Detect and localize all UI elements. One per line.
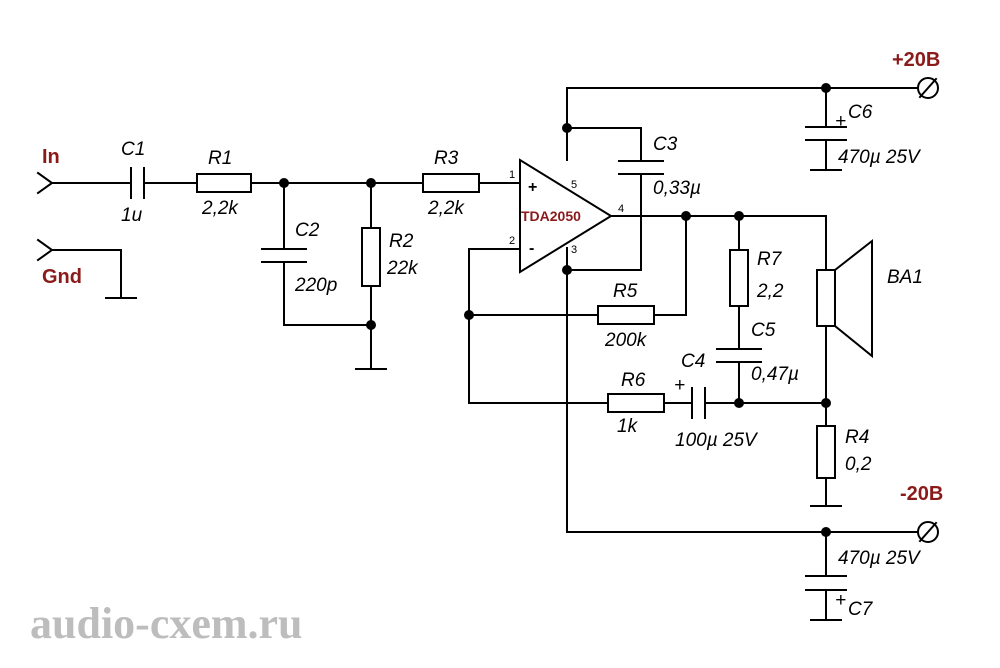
ic-pin-1: 1 [509, 169, 515, 181]
ic-pin-2: 2 [509, 235, 515, 247]
c4-ref: C4 [681, 351, 705, 372]
c2-ref: C2 [295, 220, 320, 241]
ic-minus-sign: - [529, 240, 534, 257]
r7-ref: R7 [757, 249, 783, 270]
r3-ref: R3 [434, 148, 459, 169]
junction-dots [279, 83, 831, 537]
capacitor-c5 [716, 348, 762, 363]
r1-ref: R1 [208, 148, 232, 169]
c5-ref: C5 [751, 320, 776, 341]
c6-polarity: + [835, 111, 846, 132]
ic-name: TDA2050 [521, 208, 581, 224]
watermark: audio-cxem.ru [30, 599, 303, 648]
r7-value: 2,2 [756, 281, 784, 302]
label-gnd: Gnd [42, 266, 82, 288]
speaker-ba1 [816, 238, 873, 359]
label-plus-20v: +20В [892, 49, 940, 71]
resistor-r5 [597, 305, 655, 325]
negative-supply-terminal [917, 521, 939, 543]
c7-ref: C7 [848, 599, 874, 620]
capacitor-c6 [805, 126, 847, 141]
ba1-ref: BA1 [887, 267, 923, 288]
resistor-r1 [196, 173, 252, 193]
c3-value: 0,33µ [653, 178, 701, 199]
tda2050-amplifier [519, 158, 613, 274]
wires [51, 87, 919, 621]
capacitor-c2 [261, 248, 307, 263]
c1-value: 1u [121, 205, 143, 226]
ic-pin-5: 5 [571, 179, 577, 191]
ground-terminal [36, 238, 54, 262]
capacitor-c3 [618, 160, 664, 175]
c6-value: 470µ 25V [838, 147, 922, 168]
r4-value: 0,2 [845, 454, 872, 475]
r2-ref: R2 [389, 231, 414, 252]
positive-supply-terminal [917, 77, 939, 99]
resistor-r7 [729, 249, 749, 307]
c4-value: 100µ 25V [675, 430, 759, 451]
c2-value: 220p [294, 275, 337, 296]
r6-ref: R6 [621, 370, 646, 391]
c6-ref: C6 [848, 102, 873, 123]
resistor-r2 [361, 227, 381, 287]
c4-polarity: + [674, 375, 685, 396]
r3-value: 2,2k [427, 198, 465, 219]
c5-value: 0,47µ [751, 364, 799, 385]
c3-ref: C3 [653, 134, 678, 155]
c7-value: 470µ 25V [838, 548, 922, 569]
label-minus-20v: -20В [900, 483, 943, 505]
r4-ref: R4 [845, 427, 869, 448]
r1-value: 2,2k [201, 198, 239, 219]
resistor-r4 [816, 425, 836, 479]
r5-ref: R5 [613, 281, 638, 302]
resistor-r6 [607, 393, 665, 413]
input-terminal [36, 171, 54, 195]
ic-pin-3: 3 [571, 244, 577, 256]
capacitor-c1 [130, 167, 145, 199]
r2-value: 22k [386, 258, 419, 279]
capacitor-c4 [691, 387, 706, 419]
c1-ref: C1 [121, 139, 145, 160]
c7-polarity: + [835, 590, 846, 611]
r5-value: 200k [604, 330, 648, 351]
resistor-r3 [422, 173, 480, 193]
label-in: In [42, 146, 60, 168]
capacitor-c7 [805, 575, 847, 591]
ic-plus-sign: + [528, 179, 537, 196]
r6-value: 1k [617, 416, 639, 437]
ic-pin-4: 4 [618, 203, 624, 215]
